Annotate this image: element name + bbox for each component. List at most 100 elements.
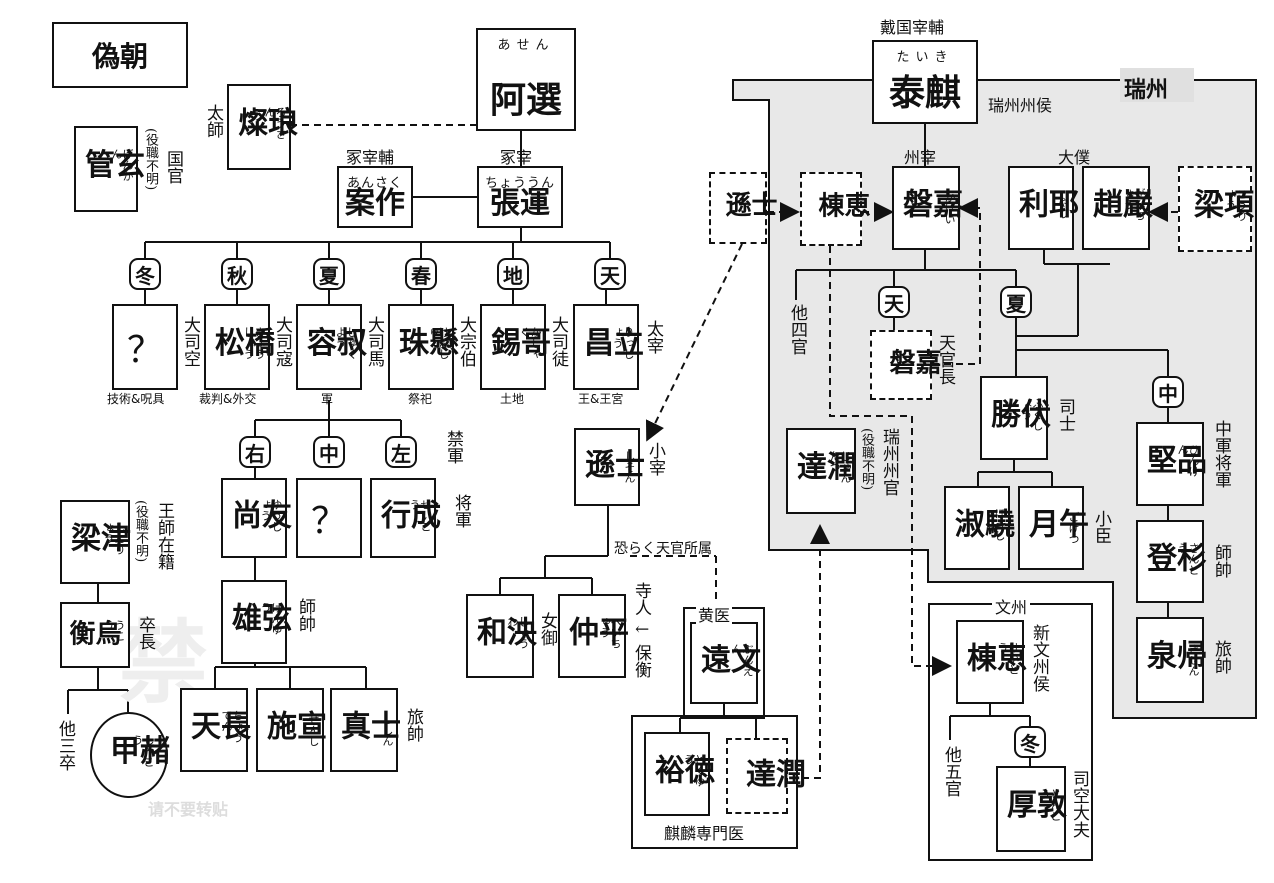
ruby: ほうしゅく: [982, 508, 1006, 541]
ruby: ちょうてん: [220, 710, 244, 743]
ruby: とくゆう: [682, 754, 706, 787]
person-shinryou: 津梁 しんりょう: [60, 500, 130, 584]
name: 潤達: [791, 450, 856, 481]
name: 帰泉: [1141, 639, 1206, 670]
ruby: けいとう: [996, 642, 1020, 675]
role-label: 麒麟専門医: [664, 824, 745, 843]
name: 驍淑: [949, 508, 1014, 538]
person-shison-dashed: 士遜: [709, 172, 777, 244]
ruby: さんとう: [1176, 541, 1200, 575]
ruby: かけい: [943, 191, 956, 225]
role-label: 大宗伯: [456, 316, 476, 367]
person-unknown-winter: ？: [112, 304, 178, 390]
role-label: 寺人: [631, 582, 651, 616]
role-label: 師帥: [1211, 544, 1231, 578]
seal-spring: 春: [405, 258, 437, 290]
ruby: がんちょう: [1122, 188, 1146, 221]
name: 哥錫: [485, 326, 550, 357]
person-tonkou: 敦厚 とんこう: [996, 766, 1066, 852]
role-label: 黄医: [696, 602, 733, 626]
ruby: たいき: [896, 50, 954, 65]
name: 士遜: [579, 448, 644, 479]
role-label: 州宰: [904, 148, 937, 167]
name: 赭甲: [104, 734, 169, 765]
name: 琅燦: [232, 106, 297, 137]
role-label: 旅帥: [1211, 640, 1231, 674]
seal-heaven: 天: [594, 258, 626, 290]
role-label: 王師在籍: [154, 502, 174, 570]
role-label: 卒長: [135, 616, 155, 650]
ruby: うこう: [102, 619, 126, 642]
name: 恵棟: [961, 642, 1026, 672]
ruby: しそん: [623, 450, 636, 484]
ruby: ぶんえん: [730, 643, 754, 677]
ruby: とんこう: [1038, 788, 1062, 822]
ruby: げんゆう: [259, 602, 283, 635]
ruby: ゆうしょう: [259, 499, 283, 532]
person-chouten: 長天 ちょうてん: [180, 688, 250, 772]
ruby: へいちゅう: [598, 616, 622, 649]
person-keitou-dashed: 恵棟: [800, 172, 870, 246]
name: 長天: [185, 710, 250, 740]
person-shishin: 士真 ししん: [330, 688, 400, 772]
name: 成行: [375, 499, 440, 529]
role-label: 他五官: [941, 746, 961, 797]
name: 文遠: [695, 643, 760, 674]
person-shouwa: 泱和 しょうわ: [466, 594, 536, 678]
ruby: けんしゅ: [426, 326, 450, 360]
name: 烏衡: [65, 619, 121, 646]
region-label: 瑞州: [1124, 77, 1169, 103]
ruby: やり: [1057, 197, 1070, 219]
person-kakei: 嘉磐 かけい: [892, 166, 962, 250]
ruby: きょうしょう: [242, 326, 266, 360]
seal-bunshuu-winter: 冬: [1014, 726, 1046, 758]
seal-right: 右: [239, 436, 271, 468]
person-yari: 耶利 やり: [1008, 166, 1078, 250]
role-label: 瑞州州官: [879, 428, 899, 496]
person-kenshu: 懸珠 けんしゅ: [388, 304, 458, 390]
person-risshou: 立昌 りっしょう: [573, 304, 643, 390]
name: 叔容: [301, 326, 366, 357]
ruby: しんりょう: [102, 522, 126, 555]
name: 嘉磐: [885, 348, 941, 375]
person-asen: あせん 阿選: [476, 28, 576, 131]
person-rousan: 琅燦 ろうさん: [227, 84, 297, 170]
seal-left: 左: [385, 436, 417, 468]
person-shakou: 赭甲 しゃこう: [90, 712, 169, 798]
name: 案作: [345, 186, 405, 221]
role-label: 冢宰輔: [346, 148, 395, 167]
name: 士遜: [721, 191, 777, 217]
name: 宣施: [261, 710, 326, 740]
name: 阿選: [489, 79, 562, 121]
person-gogetsu: 午月 ごげつ: [1018, 486, 1088, 570]
name: 立昌: [578, 326, 643, 357]
ruby: かしゃく: [518, 326, 542, 360]
person-kashaku: 哥錫 かしゃく: [480, 304, 550, 390]
person-kouryou: 項梁 こうりょう: [1178, 166, 1253, 252]
ruby: せいこう: [408, 499, 432, 532]
name: 品堅: [1141, 444, 1206, 474]
role-label: 旅帥: [403, 708, 423, 742]
ruby: ろうさん: [263, 106, 287, 140]
ruby: じゅんたつ: [828, 450, 852, 484]
person-genyuu: 弦雄 げんゆう: [221, 580, 291, 664]
role-label: 天官長: [935, 334, 955, 385]
person-kyoushou: 橋松 きょうしょう: [204, 304, 274, 390]
name: 懸珠: [393, 326, 458, 357]
role-label: (役職不明): [133, 500, 148, 563]
seal-summer: 夏: [313, 258, 345, 290]
seal-autumn: 秋: [221, 258, 253, 290]
name: 嘉磐: [897, 188, 962, 218]
name: 敦厚: [1001, 788, 1066, 819]
person-unknown-center: ？: [296, 478, 362, 558]
person-ukou: 烏衡 うこう: [60, 602, 130, 668]
seal-zuishuu-summer: 夏: [1000, 286, 1032, 318]
ruby: しゅくよう: [334, 326, 358, 360]
ruby: ひんけん: [1176, 444, 1200, 477]
name: 泰麒: [888, 72, 961, 114]
ruby: ちょううん: [484, 176, 555, 191]
role-label: 大司徒: [548, 316, 568, 367]
role-label: 大司空: [180, 316, 200, 367]
person-juntatsu: 潤達: [726, 738, 805, 814]
